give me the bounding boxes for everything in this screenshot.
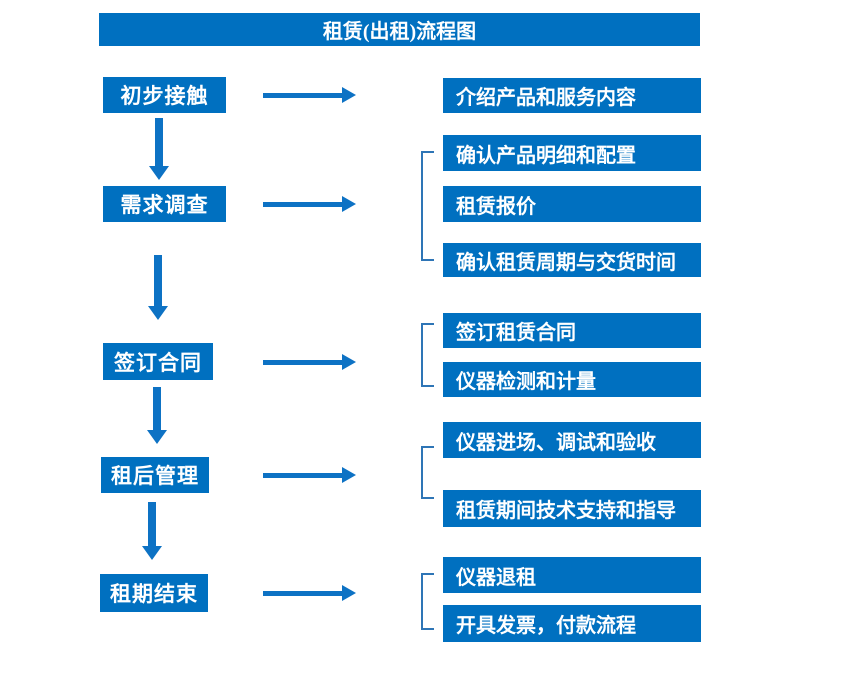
arrow-shaft: [263, 360, 343, 365]
arrow-head-icon: [142, 546, 162, 560]
stage-box-demand-survey: 需求调查: [103, 186, 226, 222]
stage-box-initial-contact: 初步接触: [103, 77, 226, 113]
arrow-head-icon: [149, 166, 169, 180]
arrow-head-icon: [342, 467, 356, 483]
bracket-demand-survey-group: [421, 151, 434, 261]
arrow-down-stage4-stage5: [142, 502, 162, 560]
arrow-head-icon: [342, 585, 356, 601]
arrow-head-icon: [342, 354, 356, 370]
detail-box-instrument-testing-calibration: 仪器检测和计量: [443, 362, 701, 397]
bracket-sign-contract-group: [421, 323, 434, 387]
detail-box-sign-rental-contract: 签订租赁合同: [443, 313, 701, 348]
detail-box-rental-quotation: 租赁报价: [443, 186, 701, 222]
arrow-head-icon: [342, 196, 356, 212]
detail-box-invoice-payment-process: 开具发票，付款流程: [443, 605, 701, 642]
arrow-shaft: [155, 118, 163, 167]
arrow-shaft: [263, 473, 343, 478]
arrow-down-stage1-stage2: [149, 118, 169, 180]
bracket-post-rental-group: [421, 446, 434, 499]
stage-box-post-rental-management: 租后管理: [101, 457, 209, 493]
detail-box-instrument-return: 仪器退租: [443, 557, 701, 593]
arrow-shaft: [263, 93, 343, 98]
arrow-shaft: [263, 591, 343, 596]
arrow-head-icon: [147, 430, 167, 444]
detail-box-confirm-product-details-config: 确认产品明细和配置: [443, 135, 701, 171]
bracket-lease-end-group: [421, 573, 434, 630]
arrow-right-initial-contact: [263, 87, 356, 103]
arrow-right-demand-survey: [263, 196, 356, 212]
arrow-down-stage3-stage4: [147, 387, 167, 444]
arrow-head-icon: [148, 306, 168, 320]
detail-box-instrument-arrival-commissioning-acceptance: 仪器进场、调试和验收: [443, 422, 701, 458]
arrow-down-stage2-stage3: [148, 255, 168, 320]
arrow-shaft: [263, 202, 343, 207]
detail-box-rental-period-tech-support: 租赁期间技术支持和指导: [443, 490, 701, 527]
arrow-right-sign-contract: [263, 354, 356, 370]
arrow-head-icon: [342, 87, 356, 103]
detail-box-confirm-rental-period-delivery: 确认租赁周期与交货时间: [443, 243, 701, 277]
arrow-right-lease-end: [263, 585, 356, 601]
stage-box-lease-end: 租期结束: [100, 574, 208, 612]
diagram-title: 租赁(出租)流程图: [99, 13, 700, 46]
arrow-shaft: [154, 255, 162, 307]
arrow-shaft: [153, 387, 161, 431]
detail-box-introduce-products-services: 介绍产品和服务内容: [443, 78, 701, 113]
arrow-shaft: [148, 502, 156, 547]
arrow-right-post-rental-management: [263, 467, 356, 483]
stage-box-sign-contract: 签订合同: [103, 343, 213, 380]
